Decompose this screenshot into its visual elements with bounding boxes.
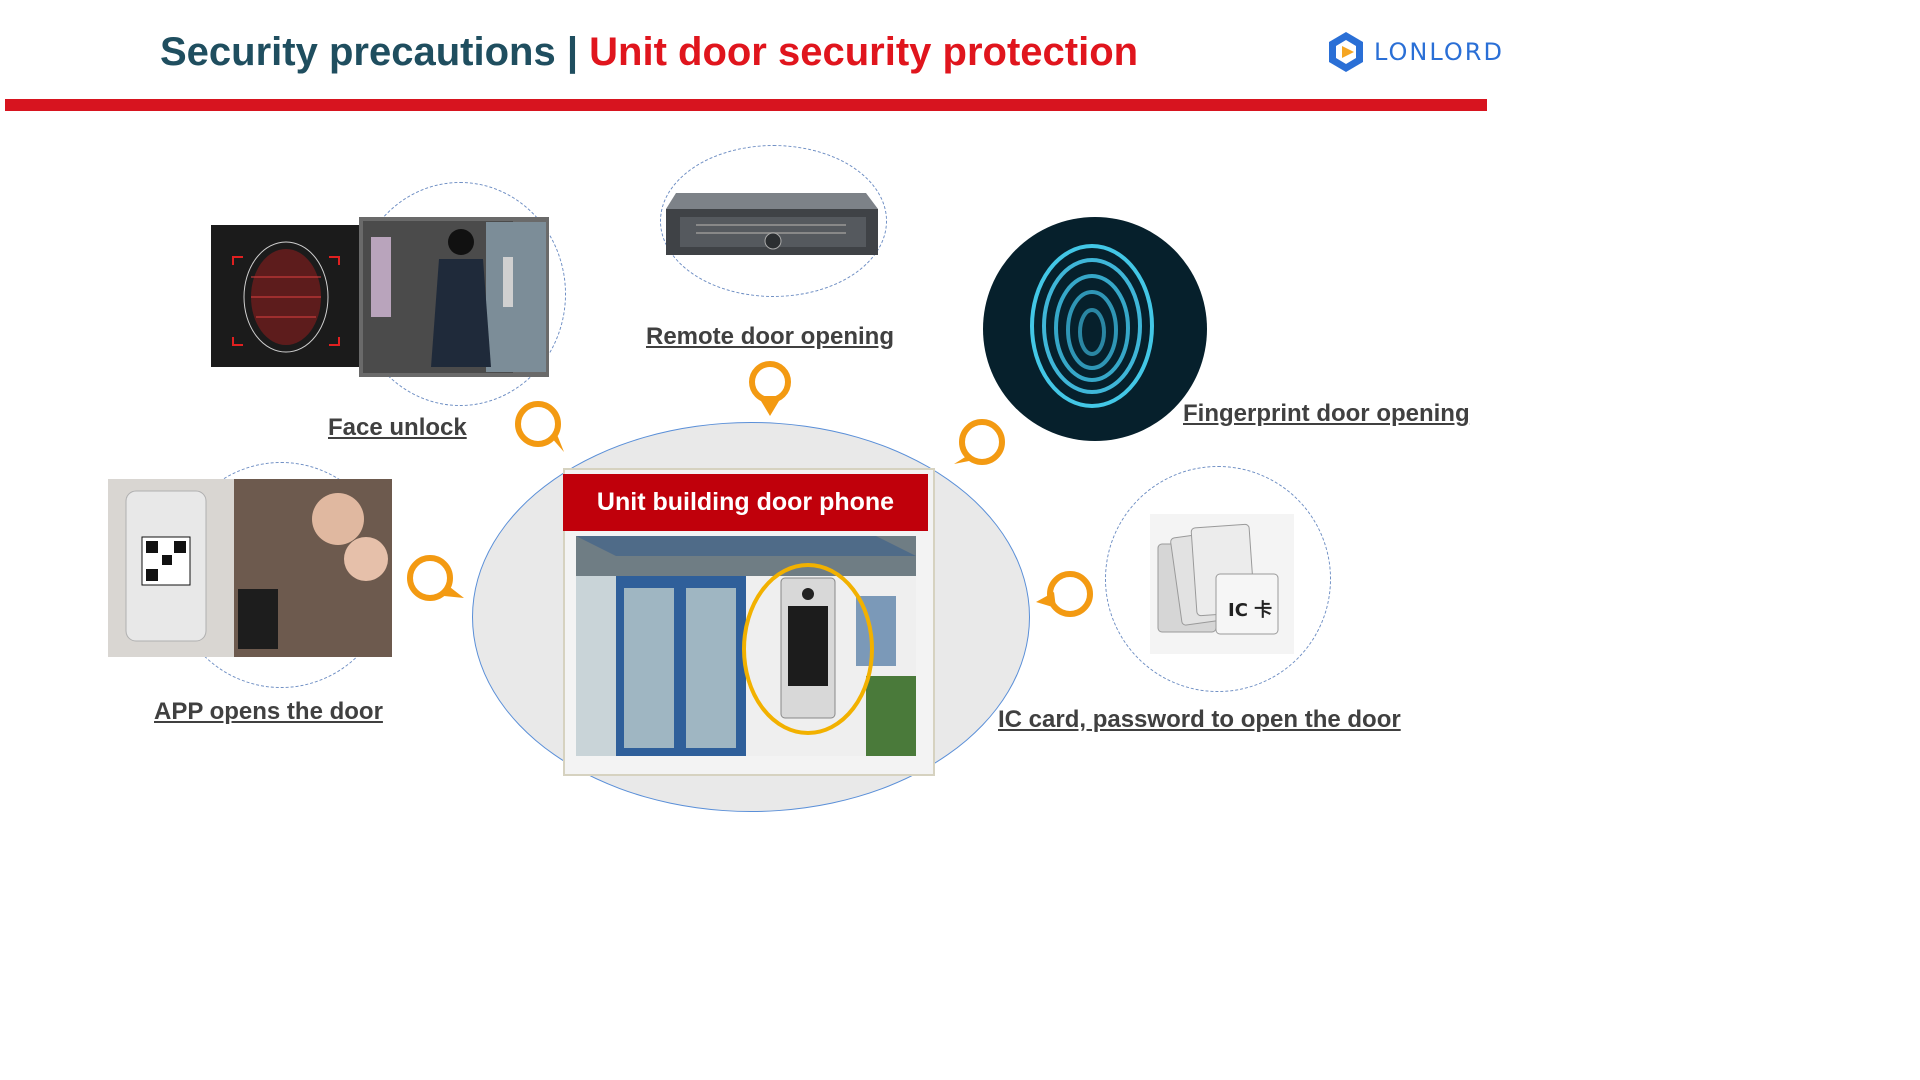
ic-card-text: IC 卡: [1228, 599, 1272, 621]
title-separator: |: [566, 30, 579, 74]
label-ic-card: IC card, password to open the door: [998, 706, 1401, 733]
remote-ring: [660, 145, 887, 297]
header-divider: [5, 99, 1487, 111]
logo-text: LONLORD: [1374, 38, 1504, 66]
ic-ring: [1105, 466, 1331, 692]
title-part1: Security precautions: [160, 30, 556, 74]
ic-card-image: IC 卡: [1150, 514, 1294, 654]
server-image: [666, 193, 878, 255]
marker-fingerprint: [954, 419, 1005, 465]
marker-face: [515, 401, 564, 452]
qr-phone-image: [108, 479, 392, 657]
label-face-unlock: Face unlock: [328, 414, 467, 441]
logo-hexagon-icon: [1329, 32, 1363, 72]
marker-remote: [749, 361, 791, 416]
marker-ic: [1036, 571, 1093, 617]
face-recognition-image: [211, 217, 549, 377]
door-phone-title: Unit building door phone: [563, 474, 928, 531]
page-title: Security precautions | Unit door securit…: [160, 30, 1138, 75]
label-fingerprint: Fingerprint door opening: [1183, 400, 1470, 427]
label-remote-door: Remote door opening: [646, 323, 894, 350]
fingerprint-image: [983, 217, 1207, 441]
title-part2: Unit door security protection: [589, 30, 1139, 74]
brand-logo: LONLORD: [1326, 30, 1526, 74]
label-app: APP opens the door: [154, 698, 383, 725]
building-entrance-image: [576, 536, 916, 756]
marker-app: [407, 555, 464, 601]
